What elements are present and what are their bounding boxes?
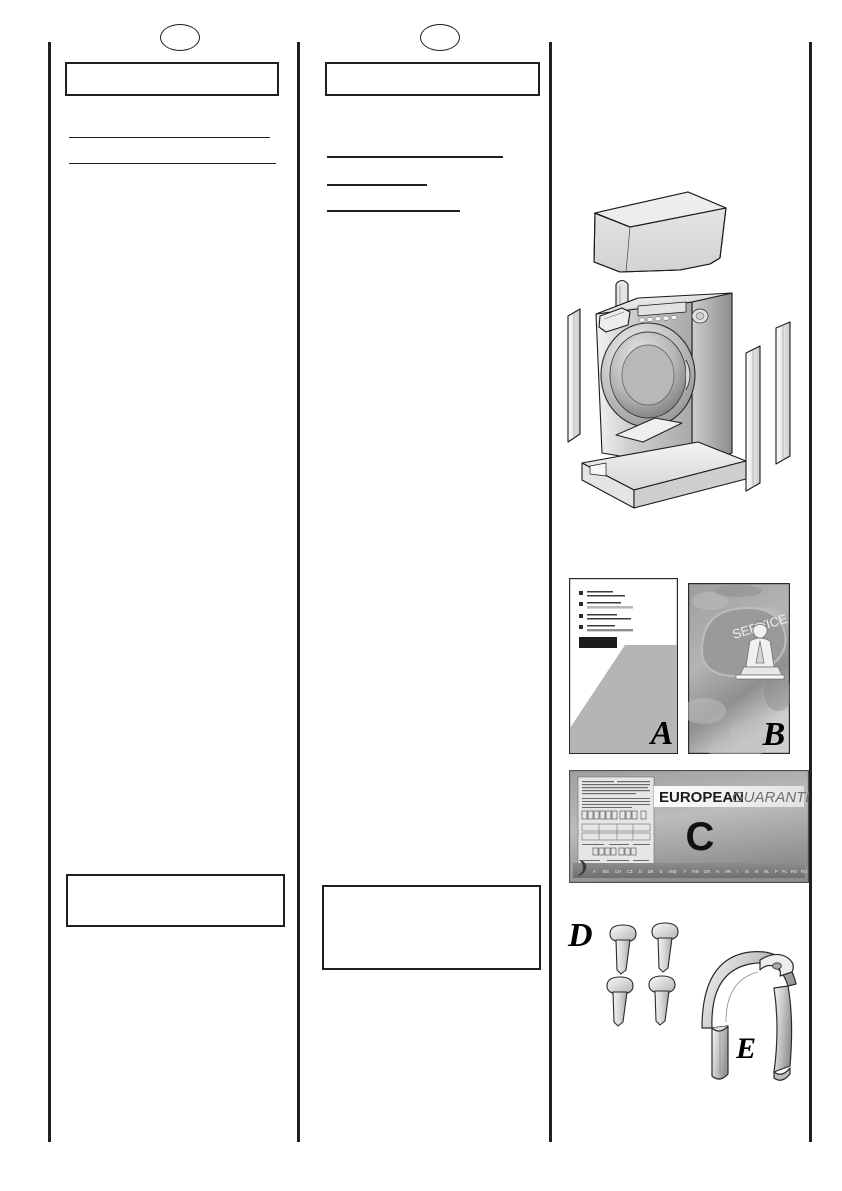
guarantee-title-bold: EUROPEAN <box>659 789 744 806</box>
svg-text:A: A <box>593 869 596 874</box>
heading-box-column-1 <box>65 62 279 96</box>
svg-text:PL: PL <box>782 869 788 874</box>
section-rule-column-2-item-1 <box>327 156 503 159</box>
item-c-guarantee-card: EUROPEAN GUARANTEE C A BG CH CZ D DK E AND F F… <box>569 770 809 883</box>
svg-text:N: N <box>755 869 758 874</box>
polystyrene-top-cap <box>593 191 727 273</box>
transit-bolt-caps <box>606 922 679 1027</box>
page-marker-column-1 <box>160 24 200 51</box>
item-d-label: D <box>567 917 593 954</box>
svg-text:NL: NL <box>764 869 770 874</box>
heading-box-column-2 <box>325 62 540 96</box>
svg-text:F: F <box>684 869 687 874</box>
column-divider-middle-2 <box>549 42 552 1142</box>
svg-text:RU: RU <box>801 869 807 874</box>
svg-text:FIN: FIN <box>692 869 699 874</box>
svg-text:I: I <box>737 869 738 874</box>
svg-text:CH: CH <box>615 869 621 874</box>
technician-figure <box>735 621 785 680</box>
item-a-instruction-manual: A <box>569 578 678 754</box>
svg-text:CZ: CZ <box>627 869 633 874</box>
column-divider-left <box>48 42 51 1142</box>
black-bar <box>579 637 617 648</box>
base-pallet <box>581 441 747 509</box>
item-c-label: C <box>686 815 715 859</box>
corner-protector-left <box>567 308 581 443</box>
svg-text:D: D <box>639 869 642 874</box>
unpacking-diagram <box>560 180 806 520</box>
section-rule-column-1-item-2 <box>69 163 276 165</box>
item-b-label: B <box>762 716 786 753</box>
item-a-label: A <box>649 715 674 752</box>
item-b-service-leaflet: SERVICE B <box>688 583 790 754</box>
svg-text:AND: AND <box>668 869 677 874</box>
hose-hook-bracket <box>701 951 797 1081</box>
svg-text:RO: RO <box>791 869 797 874</box>
corner-protector-right <box>775 321 791 465</box>
country-code-strip <box>573 863 805 878</box>
note-box-column-2 <box>322 885 541 970</box>
svg-text:DK: DK <box>648 869 654 874</box>
item-de-accessories: D <box>560 902 806 1102</box>
svg-text:IS: IS <box>745 869 749 874</box>
column-divider-middle-1 <box>297 42 300 1142</box>
section-rule-column-2-item-3 <box>327 210 460 213</box>
illustration-column: A <box>560 150 809 1102</box>
section-rule-column-2-item-2 <box>327 184 427 187</box>
page-marker-column-2 <box>420 24 460 51</box>
washing-machine <box>595 292 733 469</box>
note-box-column-1 <box>66 874 285 927</box>
svg-text:BG: BG <box>603 869 609 874</box>
guarantee-title-light: GUARANTEE <box>732 789 809 806</box>
section-rule-column-1-item-1 <box>69 137 270 139</box>
corner-protector-centre <box>745 345 761 492</box>
svg-text:GR: GR <box>704 869 710 874</box>
bullet-rows <box>579 591 633 632</box>
column-divider-right <box>809 42 812 1142</box>
svg-text:E: E <box>660 869 663 874</box>
svg-text:P: P <box>775 869 778 874</box>
svg-text:HR: HR <box>725 869 731 874</box>
svg-text:H: H <box>716 869 719 874</box>
item-e-label: E <box>735 1032 756 1065</box>
